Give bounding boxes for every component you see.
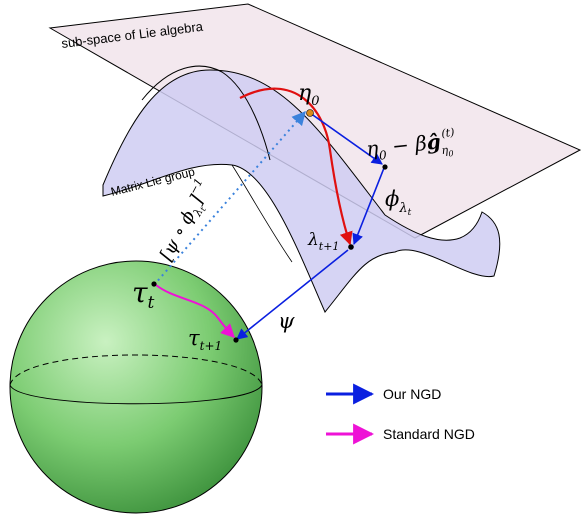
update-expression-label: η0 − βĝη0(t) (365, 126, 457, 167)
update-point (382, 164, 388, 170)
psi-label: ψ (278, 309, 295, 333)
ngd-step-arrow (309, 112, 383, 165)
eta0-point (306, 109, 314, 117)
tau-t-label: τt (132, 276, 155, 313)
lie-group-ridge (141, 65, 271, 161)
tau-t1-point (233, 337, 239, 343)
lie-group-fold (231, 164, 293, 263)
sphere-equator-back (9, 354, 263, 386)
standard-ngd-path (155, 284, 235, 338)
red-standard-path (239, 87, 353, 246)
eta0-label: η0 (298, 81, 319, 109)
psi-arrow (236, 249, 349, 340)
tau-t1-label: τt+1 (188, 326, 222, 353)
legend: Our NGD Standard NGD (326, 383, 475, 445)
legend-our-ngd-label: Our NGD (383, 386, 441, 402)
inverse-map-arrow (153, 110, 306, 286)
lambda-label: λt+1 (307, 230, 339, 253)
phi-label: ϕλt (385, 187, 412, 218)
legend-standard-ngd-label: Standard NGD (383, 426, 475, 442)
sphere (9, 260, 263, 514)
lie-group-surface (102, 69, 501, 313)
sphere-equator-front (9, 384, 263, 405)
lambda-point (348, 244, 354, 250)
phi-arrow (352, 167, 385, 246)
tau-t-point (151, 281, 157, 287)
